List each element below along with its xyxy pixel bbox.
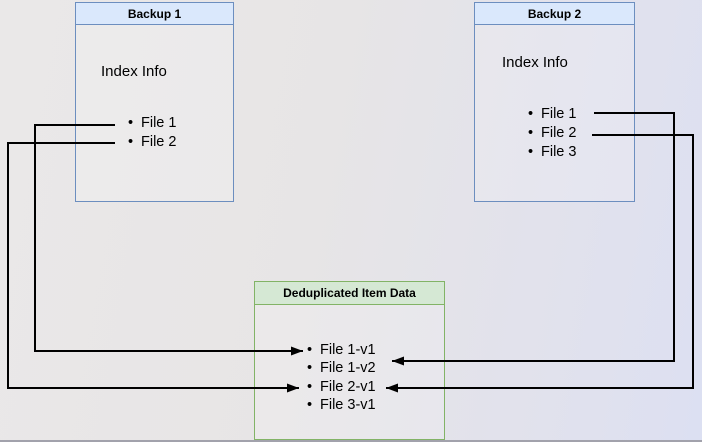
list-item: File 1-v1: [307, 341, 376, 360]
dedup-node: Deduplicated Item Data File 1-v1 File 1-…: [254, 281, 445, 440]
list-item: File 1: [528, 105, 576, 124]
list-item: File 1-v2: [307, 359, 376, 378]
backup1-file-list: File 1 File 2: [128, 114, 176, 152]
list-item: File 2: [528, 124, 576, 143]
list-item: File 2: [128, 133, 176, 152]
backup1-index-info-label: Index Info: [101, 63, 167, 80]
backup2-file-list: File 1 File 2 File 3: [528, 105, 576, 162]
list-item: File 2-v1: [307, 378, 376, 397]
list-item: File 1: [128, 114, 176, 133]
dedup-title: Deduplicated Item Data: [255, 282, 444, 305]
backup2-title: Backup 2: [475, 3, 634, 25]
backup2-index-info-label: Index Info: [502, 54, 568, 71]
dedup-item-list: File 1-v1 File 1-v2 File 2-v1 File 3-v1: [307, 341, 376, 414]
list-item: File 3-v1: [307, 396, 376, 415]
backup1-title: Backup 1: [76, 3, 233, 25]
backup1-node: Backup 1 Index Info File 1 File 2: [75, 2, 234, 202]
window-bottom-edge: [0, 440, 702, 442]
backup2-node: Backup 2 Index Info File 1 File 2 File 3: [474, 2, 635, 202]
list-item: File 3: [528, 143, 576, 162]
